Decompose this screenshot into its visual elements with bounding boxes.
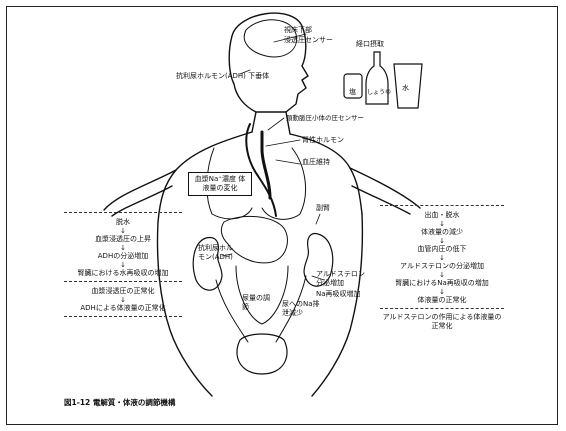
aldosterone-secretion-label: アルドステロン 分泌増加 xyxy=(316,270,372,288)
left-flow-step: 腎臓における水再吸収の増加 xyxy=(60,269,186,278)
plasma-na-box: 血漿Na⁺濃度 体液量の変化 xyxy=(188,172,252,196)
adrenal-label: 副腎 xyxy=(316,204,330,213)
hypothalamus-label: 視床下部 xyxy=(284,26,312,35)
down-arrow: ↓ xyxy=(437,238,447,245)
down-arrow: ↓ xyxy=(437,221,447,228)
bladder xyxy=(237,334,287,374)
right-flow-step: 体液量の正常化 xyxy=(380,296,504,305)
right-flow-step: アルドステロンの作用による体液量の正常化 xyxy=(380,313,504,331)
left-flow-mid-rule xyxy=(64,281,182,282)
bp-maintenance-label: 血圧維持 xyxy=(302,158,330,167)
urine-adjust-label: 尿量の調節 xyxy=(242,294,274,312)
down-arrow: ↓ xyxy=(118,245,128,252)
baro-pointer xyxy=(268,118,284,130)
left-flow-step: ADHの分泌増加 xyxy=(64,252,182,261)
right-flow-step: 血管内圧の低下 xyxy=(380,245,504,254)
down-arrow: ↓ xyxy=(118,228,128,235)
osmoreceptor-label: 浸透圧センサー xyxy=(284,36,333,45)
left-arm xyxy=(104,170,176,216)
down-arrow: ↓ xyxy=(437,289,447,296)
right-flow-mid-rule xyxy=(380,308,504,309)
renin-label: 腎性ホルモン xyxy=(302,136,344,145)
right-flow-top-rule xyxy=(380,205,504,206)
na-reabsorption-label: Na再吸収増加 xyxy=(316,290,361,299)
bp-pointer xyxy=(276,160,300,164)
down-arrow: ↓ xyxy=(118,297,128,304)
left-flow-step: 血漿浸透圧の正常化 xyxy=(64,287,182,296)
baroreceptor-label: 頸動脈圧小体の圧センサー xyxy=(286,114,364,123)
renin-pointer xyxy=(266,140,300,146)
right-flow-step: 腎臓におけるNa再吸収の増加 xyxy=(372,279,512,288)
left-flow-step: 脱水 xyxy=(64,218,182,227)
na-excretion-label: 尿へのNa排泄減少 xyxy=(282,300,322,318)
left-flow-top-rule xyxy=(64,212,182,213)
oral-intake-label: 経口摂取 xyxy=(356,40,384,49)
down-arrow: ↓ xyxy=(437,272,447,279)
neck-outline xyxy=(252,112,290,134)
adrenal-pointer xyxy=(316,214,320,224)
right-flow-step: 出血・脱水 xyxy=(380,211,504,220)
down-arrow: ↓ xyxy=(437,255,447,262)
water-label: 水 xyxy=(402,84,409,93)
down-arrow: ↓ xyxy=(118,262,128,269)
left-flow-step: 血漿浸透圧の上昇 xyxy=(64,235,182,244)
adh-pituitary-label: 抗利尿ホルモン(ADH) 下垂体 xyxy=(176,72,269,81)
adh-kidney-label: 抗利尿ホルモン(ADH) xyxy=(198,244,234,262)
left-flow-bottom-rule xyxy=(64,316,182,317)
right-flow-step: アルドステロンの分泌増加 xyxy=(376,262,508,271)
right-flow-step: 体液量の減少 xyxy=(380,228,504,237)
salt-label: 塩 xyxy=(349,88,356,97)
left-flow-step: ADHによる体液量の正常化 xyxy=(64,304,182,313)
figure-caption: 図1-12 電解質・体液の調節機構 xyxy=(64,398,175,407)
soy-sauce-label: しょうゆ xyxy=(367,88,391,97)
